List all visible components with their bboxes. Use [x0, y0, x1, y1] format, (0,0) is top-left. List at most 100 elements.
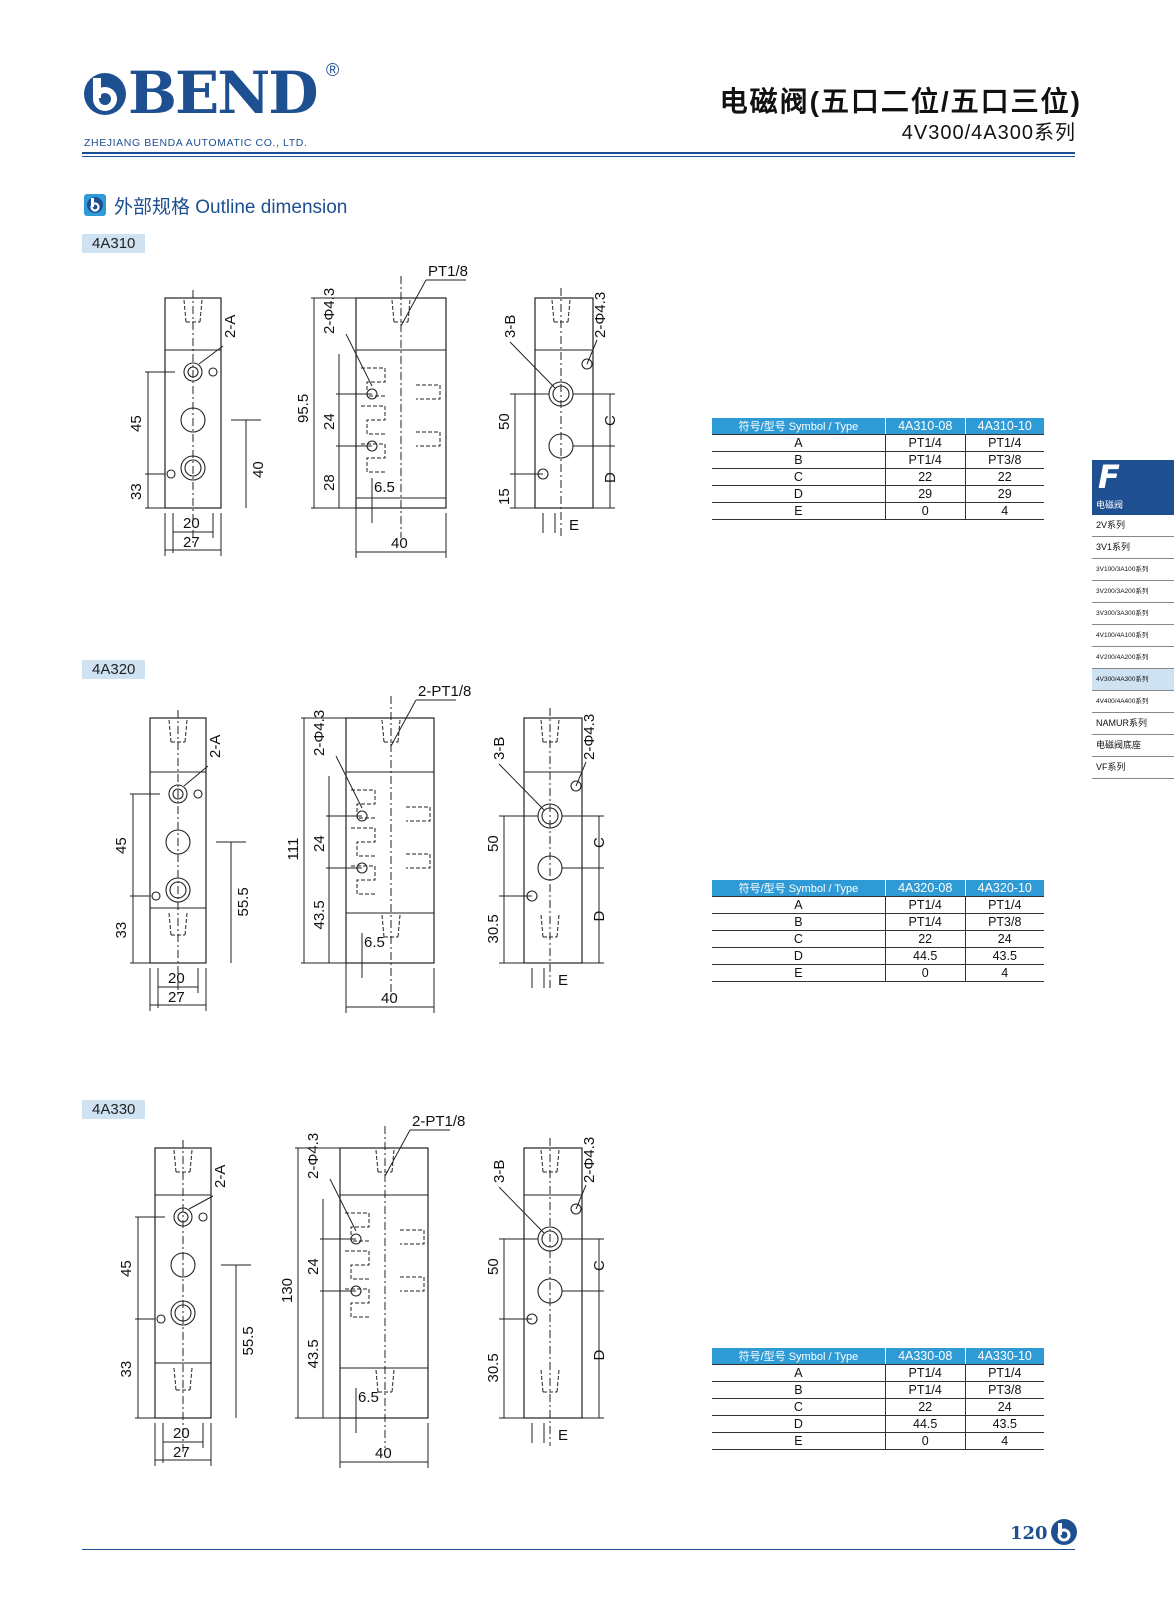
table-cell: E [712, 964, 886, 982]
port-circle [170, 1252, 196, 1278]
thread-port-icon [375, 1149, 395, 1173]
thread-port-icon [173, 1367, 193, 1391]
dimension-label: 33 [113, 922, 130, 939]
internal-passage-icon [351, 865, 376, 895]
dimension-label: 6.5 [358, 1389, 379, 1406]
sidebar-item-3v100[interactable]: 3V100/3A100系列 [1092, 559, 1174, 581]
port-circle [187, 366, 199, 378]
dimension-label: 45 [118, 1260, 135, 1277]
dimension-label: 3-B [491, 1160, 508, 1183]
dimension-label: 2-A [207, 735, 224, 758]
mount-hole-circle [151, 891, 161, 901]
sidebar-item-namur[interactable]: NAMUR系列 [1092, 713, 1174, 735]
leader-line [498, 763, 545, 811]
sidebar-item-3v1[interactable]: 3V1系列 [1092, 537, 1174, 559]
leader-line [400, 279, 427, 327]
brand-logo: BEND [82, 64, 319, 122]
dimension-label: 2-Φ4.3 [321, 288, 338, 334]
table-header: 符号/型号 Symbol / Type [712, 1348, 886, 1365]
dimension-label: 95.5 [295, 394, 312, 423]
sidebar-category[interactable]: 电磁阀 [1092, 496, 1174, 515]
sidebar-item-3v200[interactable]: 3V200/3A200系列 [1092, 581, 1174, 603]
sidebar-item-vf[interactable]: VF系列 [1092, 757, 1174, 779]
dimension-label: 6.5 [364, 934, 385, 951]
dimension-label: 2-Φ4.3 [311, 710, 328, 756]
table-cell: C [712, 1398, 886, 1416]
company-name: ZHEJIANG BENDA AUTOMATIC CO., LTD. [84, 137, 308, 149]
table-header: 4A310-08 [884, 418, 966, 435]
sidebar-item-base[interactable]: 电磁阀底座 [1092, 735, 1174, 757]
table-cell: PT1/4 [964, 896, 1044, 914]
dimension-label: 2-Φ4.3 [581, 714, 598, 760]
table-cell: PT1/4 [884, 434, 966, 452]
dimension-label: 2-PT1/8 [418, 683, 471, 700]
table-header: 4A310-10 [964, 418, 1044, 435]
leader-line [586, 339, 598, 365]
table-cell: PT1/4 [884, 896, 966, 914]
table-cell: E [712, 502, 886, 520]
table-cell: A [712, 896, 886, 914]
sidebar-item-4v300[interactable]: 4V300/4A300系列 [1092, 669, 1174, 691]
dimension-label: C [591, 837, 608, 848]
table-cell: 24 [964, 1398, 1044, 1416]
end-view-outline [523, 717, 583, 964]
dimension-label: D [591, 911, 608, 922]
table-header: 符号/型号 Symbol / Type [712, 880, 886, 897]
dimension-label: 130 [279, 1278, 296, 1303]
table-cell: 4 [964, 502, 1044, 520]
dimension-label: C [602, 415, 619, 426]
table-cell: PT1/4 [884, 913, 966, 931]
internal-passage-icon [345, 1250, 370, 1280]
port-circle [177, 1211, 189, 1223]
footer-rule [82, 1549, 1075, 1550]
header-rule [82, 152, 1075, 154]
dimension-label: 55.5 [240, 1326, 257, 1355]
port-circle [180, 455, 206, 481]
table-header: 4A320-08 [884, 880, 966, 897]
side-view-outline [345, 717, 435, 964]
dimension-label: 24 [305, 1258, 322, 1275]
leader-line [183, 765, 209, 787]
registered-mark: ® [326, 60, 340, 80]
sidebar-item-4v200[interactable]: 4V200/4A200系列 [1092, 647, 1174, 669]
dimension-label: 30.5 [485, 914, 502, 943]
sidebar-item-2v[interactable]: 2V系列 [1092, 515, 1174, 537]
dimension-label: E [558, 1427, 568, 1444]
dimension-label: 40 [375, 1445, 392, 1462]
internal-passage-icon [351, 827, 376, 857]
page-number: 120 [1010, 1523, 1048, 1544]
table-cell: PT1/4 [884, 451, 966, 469]
table-cell: B [712, 451, 886, 469]
table-cell: PT3/8 [964, 1381, 1044, 1399]
thread-port-icon [375, 1369, 395, 1393]
sidebar-item-4v400[interactable]: 4V400/4A400系列 [1092, 691, 1174, 713]
sidebar-item-4v100[interactable]: 4V100/4A100系列 [1092, 625, 1174, 647]
dimension-label: 55.5 [235, 887, 252, 916]
sidebar-chapter-tab[interactable]: F [1092, 458, 1174, 496]
sidebar-item-3v300[interactable]: 3V300/3A300系列 [1092, 603, 1174, 625]
leader-line [575, 1184, 587, 1210]
table-header: 4A320-10 [964, 880, 1044, 897]
port-circle [174, 1304, 192, 1322]
table-cell: 4 [964, 964, 1044, 982]
dimension-label: 28 [321, 474, 338, 491]
dimension-label: PT1/8 [428, 263, 468, 280]
dimension-label: 27 [168, 989, 185, 1006]
mount-hole-circle [570, 780, 582, 792]
section-logo-icon [84, 194, 106, 216]
dimension-label: D [602, 472, 619, 483]
internal-passage-icon [361, 405, 386, 435]
model-tag-4a320: 4A320 [82, 660, 146, 679]
table-header: 4A330-08 [884, 1348, 966, 1365]
mount-hole-circle [166, 469, 176, 479]
dimension-label: 40 [391, 535, 408, 552]
dimension-label: 6.5 [374, 479, 395, 496]
table-cell: PT3/8 [964, 913, 1044, 931]
